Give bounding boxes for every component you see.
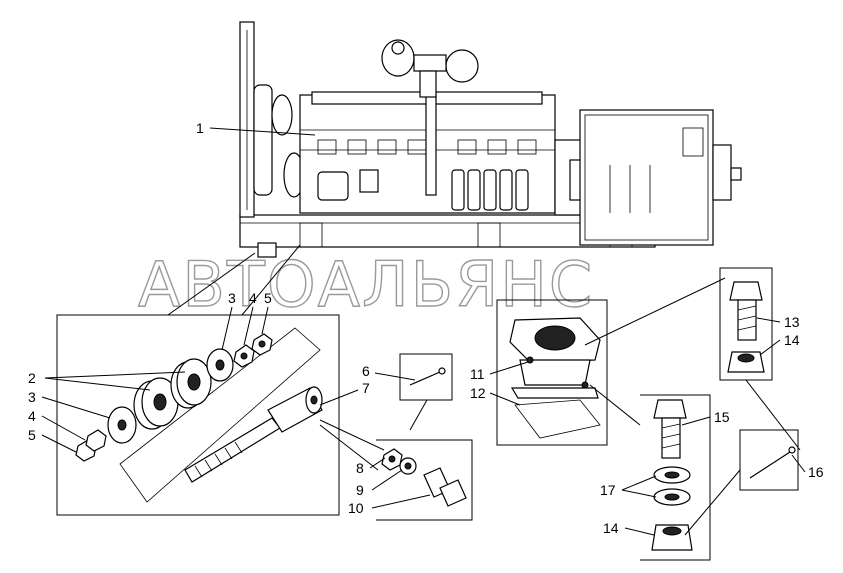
callout-4-left: 4 bbox=[28, 408, 36, 424]
cotter-pin-detail-group bbox=[684, 429, 799, 536]
callout-3-right: 3 bbox=[228, 290, 236, 306]
top-bolt-detail-group bbox=[719, 267, 801, 451]
callout-5-right: 5 bbox=[264, 290, 272, 306]
callout-16: 16 bbox=[808, 464, 824, 480]
callout-2: 2 bbox=[28, 370, 36, 386]
callout-11: 11 bbox=[470, 366, 485, 382]
callout-14-bottom: 14 bbox=[603, 520, 619, 536]
callout-17: 17 bbox=[600, 482, 616, 498]
flange-detail-group bbox=[496, 277, 726, 446]
pin-detail-group bbox=[399, 353, 453, 431]
engine-assembly bbox=[239, 21, 742, 258]
bolt-detail-group bbox=[319, 419, 473, 521]
callout-4-right: 4 bbox=[249, 290, 257, 306]
callout-15: 15 bbox=[714, 409, 730, 425]
watermark-text: АВТОАЛЬЯНС bbox=[138, 248, 594, 321]
callout-6: 6 bbox=[362, 363, 370, 379]
left-detail-group bbox=[56, 244, 340, 516]
callout-9: 9 bbox=[356, 482, 364, 498]
lower-bolt-detail-group bbox=[640, 394, 711, 561]
leader-lines bbox=[41, 127, 806, 536]
callout-3-left: 3 bbox=[28, 389, 36, 405]
callout-13: 13 bbox=[784, 314, 800, 330]
callout-10: 10 bbox=[348, 500, 364, 516]
callout-8: 8 bbox=[356, 460, 364, 476]
callout-5-left: 5 bbox=[28, 427, 36, 443]
callout-12: 12 bbox=[470, 385, 486, 401]
callout-14-top: 14 bbox=[784, 332, 800, 348]
callout-7: 7 bbox=[362, 380, 370, 396]
callout-labels: 1 2 3 4 5 3 4 5 6 7 8 9 10 11 12 13 14 1… bbox=[28, 120, 824, 536]
callout-1: 1 bbox=[196, 120, 204, 136]
